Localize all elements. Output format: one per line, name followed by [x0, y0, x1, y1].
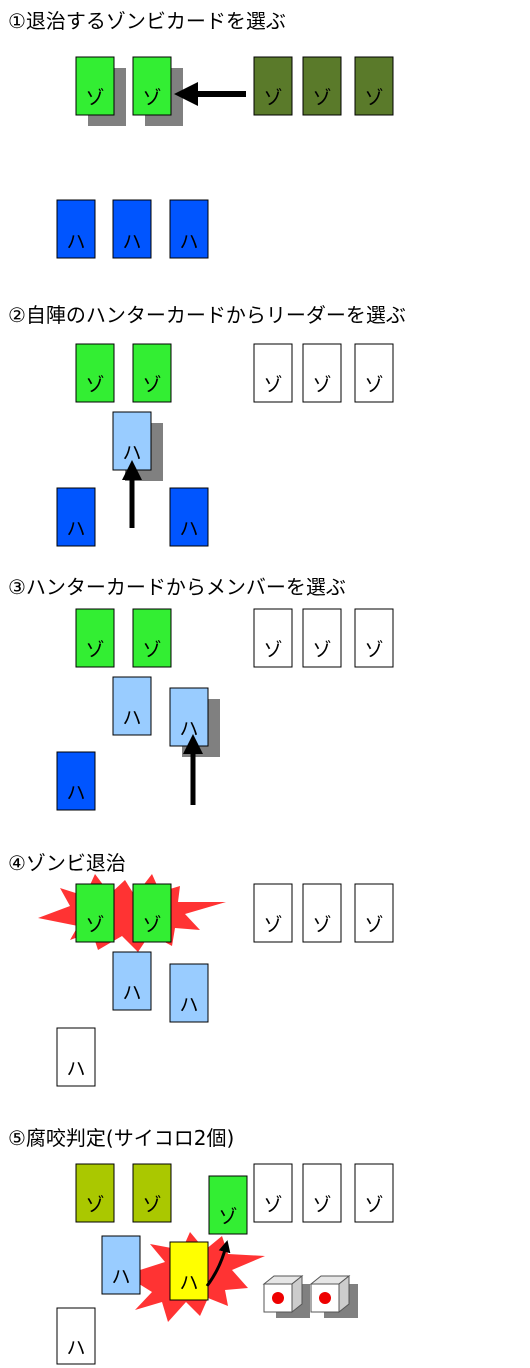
card-label: ゾ: [312, 374, 331, 396]
zombie-card[interactable]: ゾ: [132, 1163, 172, 1223]
zombie-card-biting[interactable]: ゾ: [208, 1175, 248, 1235]
card-label: ゾ: [312, 639, 331, 661]
card-label: ハ: [66, 231, 85, 253]
hunter-card-bitten[interactable]: ハ: [169, 1241, 209, 1301]
zombie-card[interactable]: ゾ: [354, 343, 394, 403]
zombie-card[interactable]: ゾ: [354, 883, 394, 943]
hunter-card[interactable]: ハ: [112, 199, 152, 259]
card-label: ゾ: [85, 639, 104, 661]
card-label: ゾ: [142, 374, 161, 396]
card-label: ハ: [111, 1266, 130, 1288]
card-label: ゾ: [263, 1194, 282, 1216]
zombie-card[interactable]: ゾ: [253, 608, 293, 668]
hunter-card[interactable]: ハ: [56, 751, 96, 811]
die-icon[interactable]: [262, 1274, 310, 1318]
card-label: ゾ: [85, 914, 104, 936]
hunter-card[interactable]: ハ: [56, 199, 96, 259]
hunter-card-leader[interactable]: ハ: [112, 951, 152, 1011]
zombie-card[interactable]: ゾ: [132, 608, 172, 668]
card-label: ゾ: [263, 374, 282, 396]
card-label: ハ: [66, 1337, 85, 1359]
card-label: ゾ: [218, 1206, 237, 1228]
card-label: ゾ: [312, 914, 331, 936]
zombie-card[interactable]: ゾ: [302, 883, 342, 943]
card-label: ゾ: [364, 639, 383, 661]
card-label: ゾ: [85, 1194, 104, 1216]
zombie-card[interactable]: ゾ: [75, 343, 115, 403]
hunter-card-member[interactable]: ハ: [169, 687, 209, 747]
step-3-title: ③ハンターカードからメンバーを選ぶ: [8, 575, 346, 599]
card-label: ハ: [122, 231, 141, 253]
hunter-card-leader[interactable]: ハ: [112, 411, 152, 471]
zombie-card[interactable]: ゾ: [75, 608, 115, 668]
burst-icon: [38, 874, 226, 952]
card-label: ゾ: [85, 374, 104, 396]
card-label: ゾ: [142, 1194, 161, 1216]
die-icon[interactable]: [309, 1274, 358, 1318]
zombie-card[interactable]: ゾ: [302, 56, 342, 116]
card-label: ハ: [122, 707, 141, 729]
zombie-card[interactable]: ゾ: [253, 1163, 293, 1223]
step-4-title: ④ゾンビ退治: [8, 851, 126, 875]
hunter-card[interactable]: ハ: [56, 1307, 96, 1365]
zombie-card[interactable]: ゾ: [132, 56, 172, 116]
curved-arrow-icon: [205, 1240, 231, 1287]
card-label: ゾ: [312, 1194, 331, 1216]
card-label: ハ: [66, 518, 85, 540]
card-label: ハ: [66, 782, 85, 804]
zombie-card[interactable]: ゾ: [75, 883, 115, 943]
zombie-card[interactable]: ゾ: [354, 608, 394, 668]
card-label: ゾ: [263, 914, 282, 936]
zombie-card[interactable]: ゾ: [354, 1163, 394, 1223]
card-label: ハ: [66, 1058, 85, 1080]
card-label: ゾ: [142, 87, 161, 109]
zombie-card[interactable]: ゾ: [132, 883, 172, 943]
hunter-card-leader[interactable]: ハ: [112, 676, 152, 736]
step-2: ②自陣のハンターカードからリーダーを選ぶ ゾ ゾ ゾ ゾ ゾ ハ: [8, 303, 406, 547]
card-label: ハ: [179, 1272, 198, 1294]
step-3: ③ハンターカードからメンバーを選ぶ ゾ ゾ ゾ ゾ ゾ ハ ハ: [8, 575, 394, 811]
card-label: ゾ: [85, 87, 104, 109]
zombie-card[interactable]: ゾ: [75, 1163, 115, 1223]
hunter-card[interactable]: ハ: [56, 487, 96, 547]
zombie-card[interactable]: ゾ: [302, 1163, 342, 1223]
zombie-card[interactable]: ゾ: [253, 883, 293, 943]
hunter-card[interactable]: ハ: [101, 1235, 141, 1295]
zombie-card[interactable]: ゾ: [132, 343, 172, 403]
step-5-title: ⑤腐咬判定(サイコロ2個): [8, 1126, 234, 1150]
hunter-card[interactable]: ハ: [169, 199, 209, 259]
hunter-card-member[interactable]: ハ: [169, 963, 209, 1023]
card-label: ゾ: [312, 87, 331, 109]
card-label: ハ: [179, 718, 198, 740]
zombie-card[interactable]: ゾ: [253, 56, 293, 116]
card-label: ゾ: [364, 87, 383, 109]
hunter-card[interactable]: ハ: [56, 1027, 96, 1087]
card-label: ゾ: [263, 639, 282, 661]
step-1: ①退治するゾンビカードを選ぶ ゾ ゾ ゾ ゾ ゾ ハ: [8, 9, 394, 259]
card-label: ゾ: [364, 914, 383, 936]
step-1-title: ①退治するゾンビカードを選ぶ: [8, 9, 286, 33]
card-label: ハ: [179, 231, 198, 253]
zombie-card[interactable]: ゾ: [75, 56, 115, 116]
step-5: ⑤腐咬判定(サイコロ2個) ゾ ゾ ゾ ゾ ゾ ゾ ハ: [8, 1126, 394, 1365]
step-2-title: ②自陣のハンターカードからリーダーを選ぶ: [8, 303, 406, 327]
zombie-card[interactable]: ゾ: [354, 56, 394, 116]
zombie-card[interactable]: ゾ: [302, 343, 342, 403]
card-label: ゾ: [263, 87, 282, 109]
card-label: ハ: [179, 994, 198, 1016]
card-label: ハ: [122, 982, 141, 1004]
hunter-card[interactable]: ハ: [169, 487, 209, 547]
step-4: ④ゾンビ退治 ゾ ゾ ゾ ゾ ゾ ハ ハ: [8, 851, 394, 1087]
card-label: ゾ: [142, 639, 161, 661]
card-label: ゾ: [364, 374, 383, 396]
card-label: ハ: [122, 442, 141, 464]
zombie-card[interactable]: ゾ: [302, 608, 342, 668]
card-label: ゾ: [142, 914, 161, 936]
zombie-card[interactable]: ゾ: [253, 343, 293, 403]
card-label: ゾ: [364, 1194, 383, 1216]
card-label: ハ: [179, 518, 198, 540]
